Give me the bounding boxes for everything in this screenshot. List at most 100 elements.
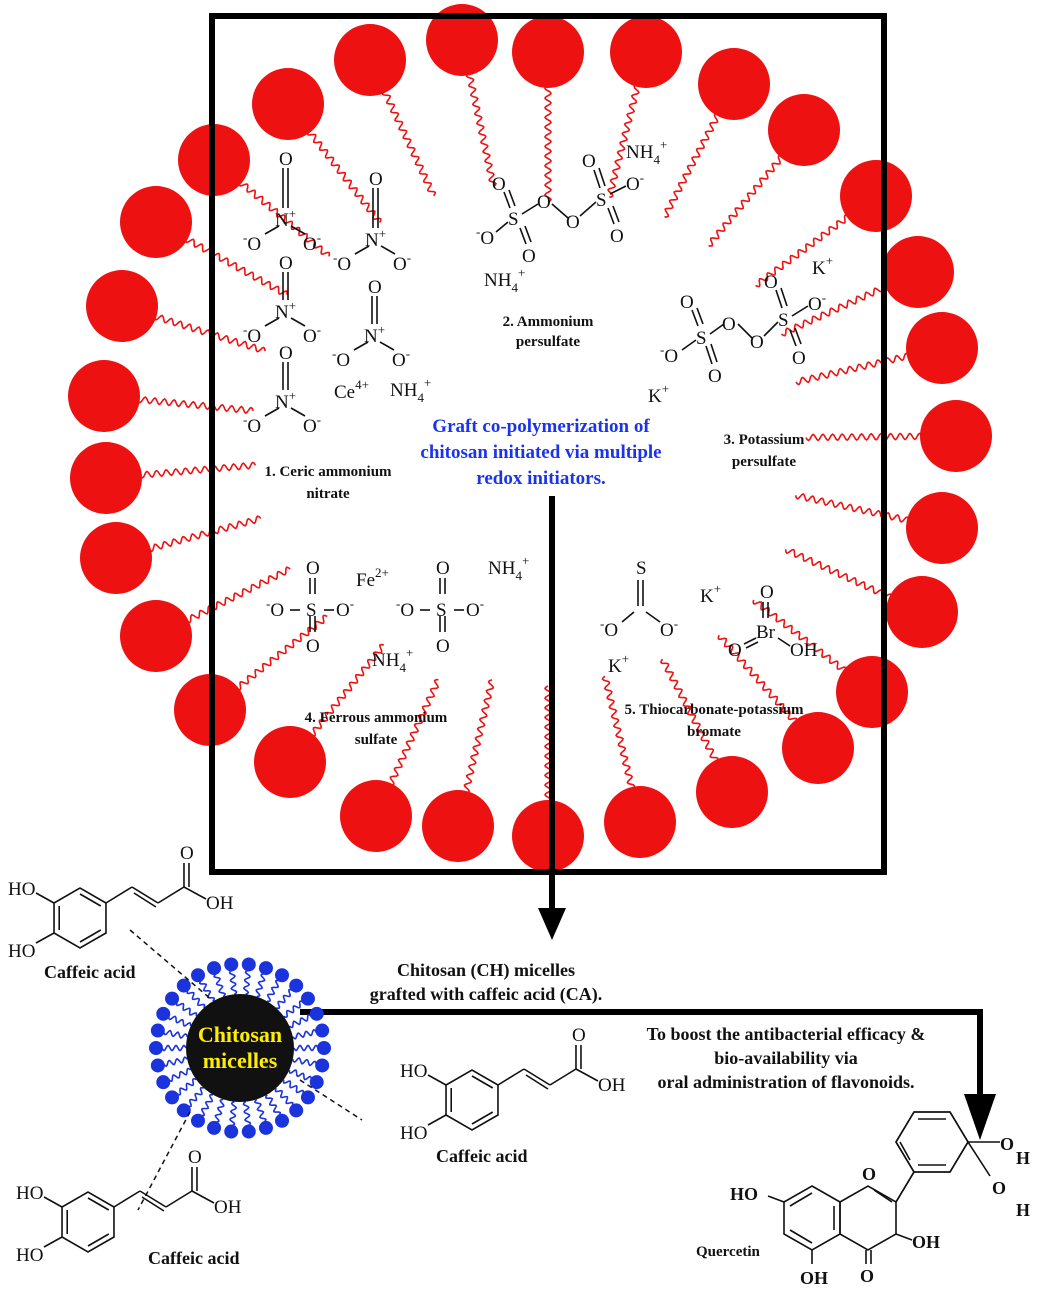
svg-text:O: O bbox=[537, 192, 551, 213]
blue-head bbox=[207, 961, 222, 976]
svg-text:K+: K+ bbox=[812, 253, 833, 279]
blue-chain bbox=[264, 1094, 282, 1116]
red-polymer-chain bbox=[544, 85, 552, 203]
svg-text:HO: HO bbox=[16, 1245, 43, 1266]
red-polymer-chain bbox=[795, 352, 910, 386]
caffeic-label-3: Caffeic acid bbox=[148, 1248, 239, 1268]
red-polymer-chain bbox=[381, 90, 437, 197]
dashed-connectors bbox=[129, 929, 363, 1211]
svg-text:-O: -O bbox=[332, 346, 350, 371]
quercetin-structure: O HO OH O OH O H O H Quercetin bbox=[696, 1111, 1030, 1288]
red-polymer-chain bbox=[780, 283, 888, 337]
svg-text:O: O bbox=[728, 640, 742, 661]
blue-head bbox=[258, 1120, 273, 1135]
svg-text:H: H bbox=[1016, 1200, 1030, 1220]
svg-text:NH4+: NH4+ bbox=[484, 265, 525, 295]
svg-text:HO: HO bbox=[400, 1123, 427, 1144]
red-polymer-chain bbox=[660, 658, 719, 763]
svg-text:O-: O- bbox=[660, 616, 678, 641]
blue-head bbox=[275, 968, 289, 983]
blue-chain bbox=[293, 1044, 319, 1052]
down-arrow bbox=[538, 496, 566, 940]
blue-chain bbox=[255, 973, 266, 998]
reaction-frame bbox=[209, 13, 887, 875]
blue-head bbox=[317, 1041, 331, 1055]
red-polymer-head bbox=[252, 68, 324, 140]
red-polymer-chain bbox=[185, 566, 291, 624]
red-polymer-chain bbox=[307, 130, 382, 223]
red-polymer-head bbox=[698, 48, 770, 120]
svg-text:O: O bbox=[436, 558, 450, 579]
blue-head bbox=[165, 1090, 180, 1105]
svg-text:O: O bbox=[992, 1178, 1006, 1198]
svg-text:O: O bbox=[750, 332, 764, 353]
red-polymer-head bbox=[80, 522, 152, 594]
svg-text:S: S bbox=[508, 209, 519, 230]
red-polymer-chain bbox=[238, 181, 331, 257]
svg-text:HO: HO bbox=[8, 941, 35, 962]
aps-label: 2. Ammonium bbox=[503, 314, 594, 330]
svg-text:-O: -O bbox=[396, 596, 414, 621]
blue-head bbox=[149, 1041, 163, 1055]
svg-text:O-: O- bbox=[466, 596, 484, 621]
svg-text:O: O bbox=[1000, 1134, 1014, 1154]
svg-text:OH: OH bbox=[800, 1268, 828, 1288]
boost-caption-line3: oral administration of flavonoids. bbox=[657, 1072, 914, 1092]
svg-text:chitosan initiated via multipl: chitosan initiated via multiple bbox=[420, 442, 661, 463]
red-polymer-head bbox=[840, 160, 912, 232]
red-polymer-chain bbox=[717, 634, 798, 723]
svg-text:-O: -O bbox=[266, 596, 284, 621]
chitosan-core: Chitosan micelles bbox=[186, 994, 294, 1102]
svg-text:N+: N+ bbox=[275, 298, 296, 323]
svg-text:O: O bbox=[522, 246, 536, 267]
svg-text:O: O bbox=[180, 843, 194, 864]
potassium-persulfate-structure: K+ -O S O O O O S O O O- K+ bbox=[648, 253, 833, 407]
svg-text:N+: N+ bbox=[364, 322, 385, 347]
blue-chain bbox=[186, 989, 206, 1009]
can-label-2: nitrate bbox=[306, 486, 350, 502]
svg-text:S: S bbox=[436, 600, 447, 621]
svg-text:O: O bbox=[610, 226, 624, 247]
blue-chain bbox=[200, 1093, 214, 1117]
svg-text:O-: O- bbox=[303, 412, 321, 437]
blue-head bbox=[224, 957, 239, 972]
svg-text:HO: HO bbox=[730, 1184, 758, 1204]
svg-text:O: O bbox=[279, 343, 293, 364]
blue-chain bbox=[242, 969, 251, 996]
blue-chain bbox=[275, 988, 293, 1010]
blue-head bbox=[176, 978, 191, 993]
red-polymer-head bbox=[340, 780, 412, 852]
svg-text:-O: -O bbox=[600, 616, 618, 641]
caffeic-label-2: Caffeic acid bbox=[436, 1146, 527, 1166]
svg-text:O: O bbox=[368, 277, 382, 298]
blue-head bbox=[289, 978, 304, 993]
blue-chain bbox=[288, 1069, 313, 1081]
blue-chain bbox=[288, 1013, 312, 1029]
red-polymer-chain bbox=[752, 599, 847, 672]
red-polymer-chain bbox=[664, 113, 719, 218]
fas-label: 4. Ferrous ammonium bbox=[305, 710, 448, 726]
red-polymer-chain bbox=[784, 548, 892, 599]
svg-text:N+: N+ bbox=[275, 206, 296, 231]
blue-head bbox=[191, 1113, 205, 1128]
svg-text:OH: OH bbox=[214, 1197, 242, 1218]
svg-text:O: O bbox=[792, 348, 806, 369]
thiocarbonate-bromate-structures: S -O O- K+ K+ O Br O OH bbox=[600, 558, 818, 677]
svg-text:Graft co-polymerization of: Graft co-polymerization of bbox=[432, 416, 650, 437]
right-arrow bbox=[300, 1009, 996, 1140]
blue-chain bbox=[292, 1028, 317, 1040]
red-polymer-chain bbox=[601, 675, 636, 790]
red-polymer-chain bbox=[805, 432, 923, 442]
can-label: 1. Ceric ammonium bbox=[264, 464, 392, 480]
svg-text:redox initiators.: redox initiators. bbox=[476, 468, 605, 489]
ceric-ammonium-nitrate-structures: O N+ -O O- O N+ -O O- O N+ -O O- O bbox=[243, 149, 431, 437]
svg-text:NH4+: NH4+ bbox=[372, 645, 413, 675]
svg-text:NH4+: NH4+ bbox=[488, 553, 529, 583]
blue-head bbox=[309, 1006, 324, 1021]
boost-caption-line1: To boost the antibacterial efficacy & bbox=[647, 1024, 926, 1044]
red-polymer-head bbox=[604, 786, 676, 858]
red-polymer-head bbox=[512, 16, 584, 88]
red-polymer-chain bbox=[465, 72, 498, 188]
blue-head bbox=[150, 1023, 165, 1038]
